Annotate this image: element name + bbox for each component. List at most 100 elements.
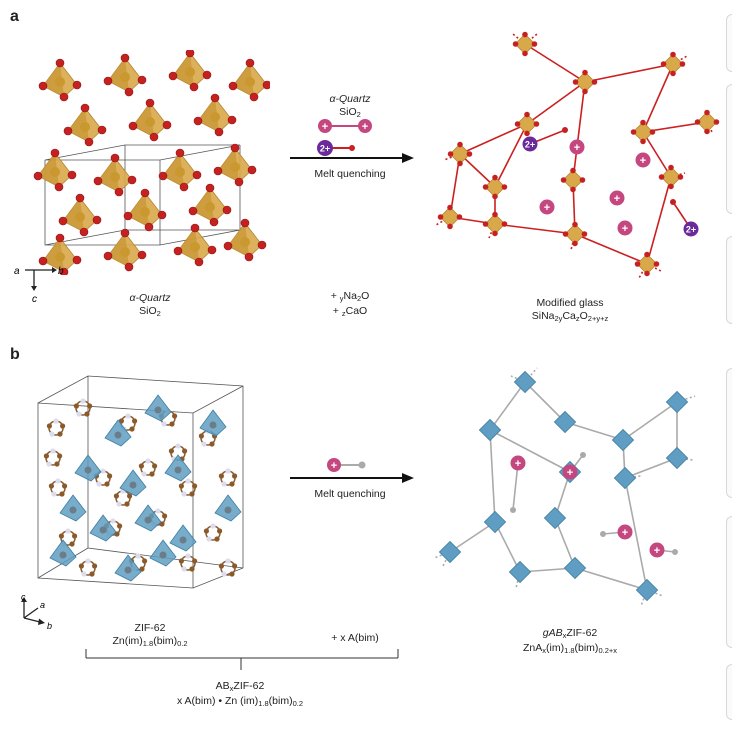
oxygen-atom [704,128,710,135]
oxygen-atom [640,119,646,126]
oxygen-atom [173,246,183,256]
oxygen-atom [168,71,178,81]
silicon-atom [240,237,250,247]
dangling-bond [646,589,664,597]
oxygen-atom [33,171,43,181]
melt-quench-arrow-a [290,153,414,163]
oxygen-atom [482,221,489,227]
network-bond [584,63,674,83]
cation-plus-icon [318,119,332,133]
oxygen-atom [137,250,147,260]
oxygen-atom [50,148,60,158]
dangling-bond [570,233,576,251]
ring-atom [139,566,145,572]
zn-atom [69,506,77,514]
ring-atom [181,491,187,497]
ring-atom [192,558,198,564]
ring-atom [46,423,52,429]
zn-atom [99,526,107,534]
oxygen-atom [162,120,172,130]
axis-c-label: c [32,294,37,305]
ring-atom [113,493,119,499]
oxygen-atom [560,177,567,183]
ring-atom [185,553,191,559]
zn-atom [179,536,187,544]
ring-atom [217,528,223,534]
oxygen-atom [54,182,64,192]
cation-2plus-icon [683,221,699,237]
oxygen-atom [59,267,69,275]
cation-plus-icon [649,542,665,558]
panel-b-letter: b [10,346,20,363]
cation-2plus-icon [522,136,538,152]
ring-atom [185,478,191,484]
oxygen-atom [213,166,223,176]
svg-text:+: + [640,155,646,167]
ring-atom [46,461,52,467]
oxygen-atom [533,121,540,127]
oxygen-atom [223,241,233,251]
oxygen-atom [97,125,107,135]
ring-atom [72,533,78,539]
silicon-atom [185,67,195,77]
axis-c-label-b: c [21,592,26,602]
oxygen-atom [234,177,244,187]
silica-tetrahedron [662,53,684,75]
ring-atom [189,566,195,572]
oxygen-atom [92,215,102,225]
cation-plus-icon [617,524,633,540]
oxygen-atom [185,50,195,58]
ion-legend-b: + [327,458,366,472]
silica-tetrahedron [484,176,506,198]
ring-atom [55,478,61,484]
ring-atom [172,413,178,419]
oxygen-atom [713,119,720,125]
oxygen-atom [570,167,576,174]
unit-cell-box [37,375,244,589]
silica-tetrahedron [632,121,654,143]
oxygen-atom [466,151,473,157]
ring-atom [50,448,56,454]
zif62-crystal-structure [37,375,244,589]
zn-tetrahedron [635,578,659,602]
oxygen-atom [72,255,82,265]
oxygen-atom [84,137,94,147]
oxygen-atom [501,221,508,227]
oxygen-atom [644,251,650,258]
zn-atom [154,406,162,414]
oxygen-atom [209,217,219,227]
zn-atom [124,566,132,574]
ring-atom [54,461,60,467]
cation-plus-icon [358,119,372,133]
oxygen-atom [188,206,198,216]
ring-atom [142,558,148,564]
network-bond [572,81,586,181]
silicon-atom [55,77,65,87]
ring-atom [53,418,59,424]
terminal-atom [510,507,516,513]
oxygen-atom [572,240,578,247]
modified-glass-network: 2+++++2++ [435,31,720,279]
dangling-bond [646,263,664,273]
oxygen-atom [245,58,255,68]
network-bond [494,123,528,188]
ring-atom [129,426,135,432]
ring-atom [149,471,155,477]
svg-text:2+: 2+ [686,225,696,235]
terminal-atom [562,127,568,133]
network-bond [494,521,521,573]
zn-atom [59,551,67,559]
oxygen-atom [55,58,65,68]
silicon-atom [55,252,65,262]
dangling-bond [433,551,451,559]
plus-abim-label: + x A(bim) [331,632,379,644]
oxygen-atom [114,187,124,197]
oxygen-atom [668,164,674,171]
ring-atom [65,528,71,534]
oxygen-atom [262,80,270,90]
oxygen-atom [157,210,167,220]
zn-tetrahedron [513,370,537,394]
side-card [726,236,732,324]
silica-tetrahedron [562,169,584,191]
oxygen-atom [124,87,134,97]
